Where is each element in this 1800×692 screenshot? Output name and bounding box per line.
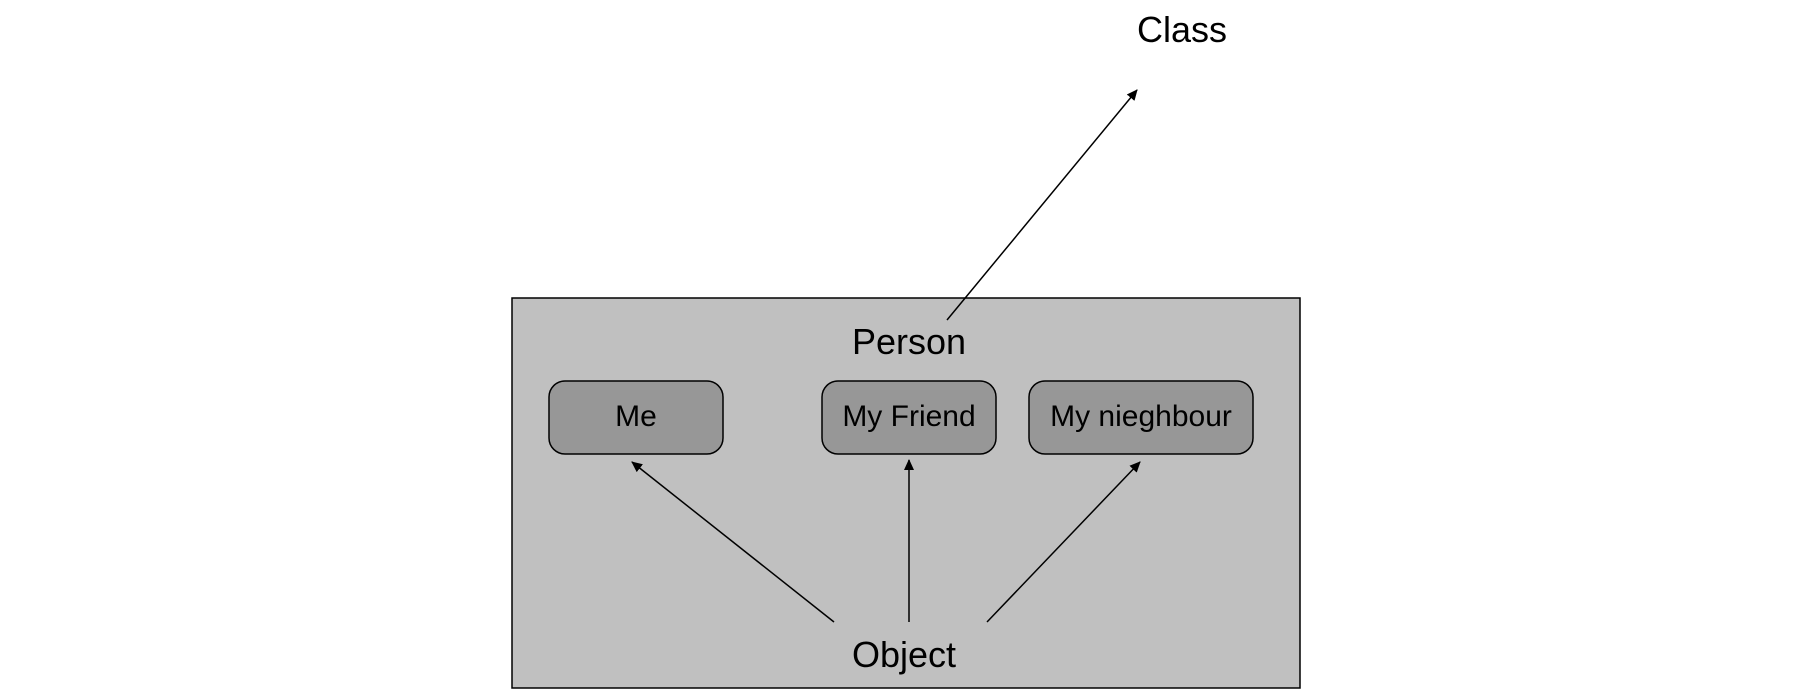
object-node-my-neighbour: My nieghbour xyxy=(1028,380,1254,455)
class-label: Class xyxy=(1137,9,1227,50)
object-node-me-box xyxy=(548,380,724,455)
object-node-my-friend: My Friend xyxy=(821,380,997,455)
object-node-my-friend-box xyxy=(821,380,997,455)
object-label: Object xyxy=(852,634,956,675)
person-label: Person xyxy=(852,321,966,362)
object-node-me-label: Me xyxy=(615,400,657,433)
object-arrow-me xyxy=(631,461,835,623)
object-node-my-friend-label: My Friend xyxy=(842,400,975,433)
class-arrow xyxy=(946,89,1138,321)
object-node-my-neighbour-label: My nieghbour xyxy=(1050,400,1232,433)
person-class-container xyxy=(511,297,1301,689)
object-arrow-my-neighbour xyxy=(986,461,1141,623)
object-node-my-neighbour-box xyxy=(1028,380,1254,455)
object-node-me: Me xyxy=(548,380,724,455)
